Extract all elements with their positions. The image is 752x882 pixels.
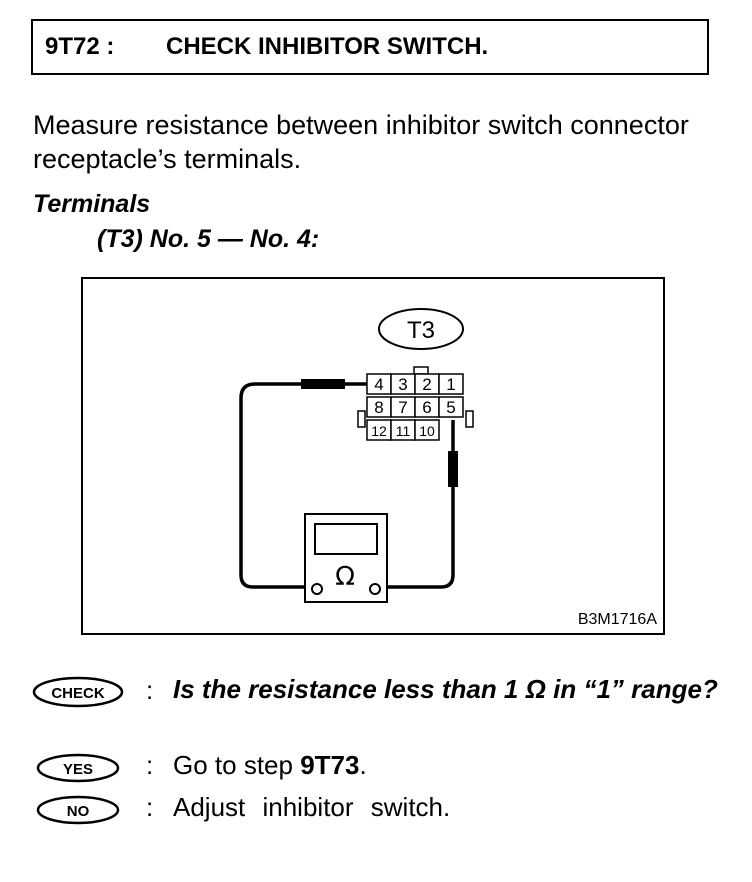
connector-pin-labels: 4 3 2 1 8 7 6 5 12 11 10: [371, 375, 456, 439]
step-title: CHECK INHIBITOR SWITCH.: [166, 33, 489, 60]
pin-label: 3: [398, 375, 407, 394]
pin-label: 8: [374, 398, 383, 417]
yes-action: Go to step 9T73.: [173, 748, 367, 782]
connector-label: T3: [407, 317, 435, 344]
no-action: Adjust inhibitor switch.: [173, 792, 451, 822]
pin-label: 5: [446, 398, 455, 417]
svg-text:CHECK: CHECK: [51, 685, 105, 702]
meter-terminal-right: [369, 583, 381, 595]
svg-text:YES: YES: [63, 761, 93, 778]
pin-label: 10: [419, 423, 435, 439]
connector-t3: [357, 366, 474, 441]
no-badge: NO: [36, 795, 120, 825]
yes-action-prefix: Go to step: [173, 750, 301, 780]
yes-step-reference: 9T73: [300, 750, 360, 780]
ohm-symbol: Ω: [335, 562, 355, 592]
check-colon: :: [146, 675, 154, 705]
diagram-canvas: T3 4 3 2 1 8 7 6 5 12: [239, 308, 474, 603]
terminals-spec: (T3) No. 5 — No. 4:: [97, 225, 320, 253]
meter-display: [314, 523, 378, 555]
yes-colon: :: [146, 750, 154, 780]
pin-label: 7: [398, 398, 407, 417]
connector-label-oval: [378, 308, 464, 350]
pin-label: 1: [446, 375, 455, 394]
no-colon: :: [146, 792, 154, 822]
probe-left: [301, 379, 345, 389]
step-header: 9T72 : CHECK INHIBITOR SWITCH.: [31, 19, 709, 75]
probe-right: [448, 451, 458, 487]
meter-terminal-left: [311, 583, 323, 595]
pin-label: 4: [374, 375, 383, 394]
instruction-text: Measure resistance between inhibitor swi…: [33, 110, 689, 174]
terminals-heading: Terminals: [33, 190, 151, 218]
meter-lead-left: [239, 382, 367, 589]
wiring-diagram: T3 4 3 2 1 8 7 6 5 12: [81, 277, 665, 635]
svg-text:NO: NO: [67, 803, 90, 820]
meter-lead-right: [379, 420, 455, 589]
yes-badge: YES: [36, 753, 120, 783]
pin-label: 6: [422, 398, 431, 417]
pin-label: 12: [371, 423, 387, 439]
check-question: Is the resistance less than 1 Ω in “1” r…: [173, 674, 718, 704]
check-badge: CHECK: [32, 676, 124, 708]
step-id: 9T72 :: [45, 33, 115, 60]
pin-label: 2: [422, 375, 431, 394]
pin-label: 11: [396, 423, 411, 439]
ohmmeter: Ω: [304, 513, 388, 603]
yes-action-suffix: .: [359, 750, 367, 780]
figure-code: B3M1716A: [577, 611, 657, 628]
